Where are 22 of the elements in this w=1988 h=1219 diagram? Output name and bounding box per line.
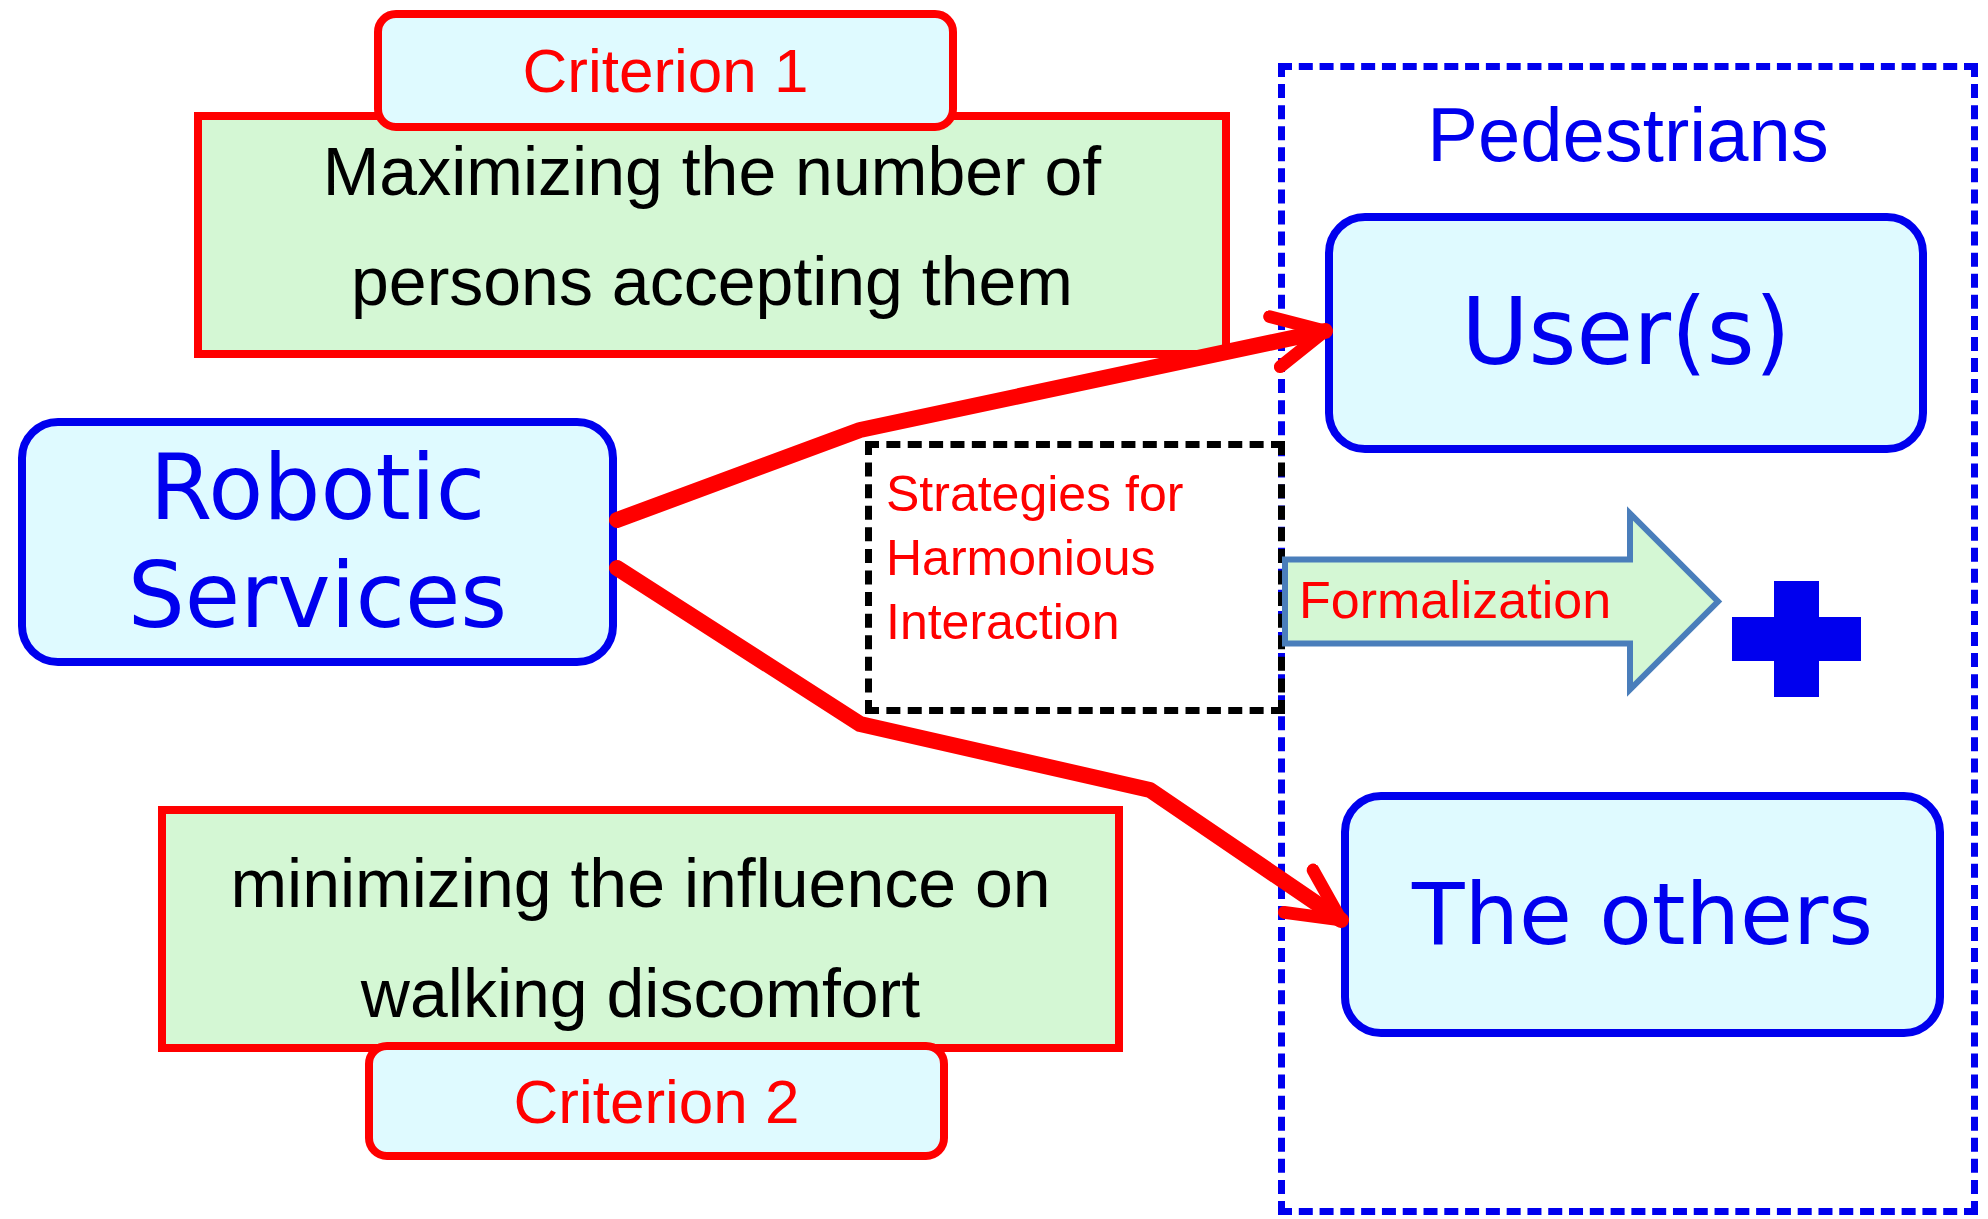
entity-label: The others bbox=[1411, 863, 1874, 966]
strategy-label: Strategies for Harmonious Interaction bbox=[886, 466, 1184, 650]
plus-icon bbox=[1732, 581, 1861, 697]
group-container bbox=[1278, 63, 1978, 1215]
entity-box bbox=[1325, 213, 1927, 453]
arrow bbox=[609, 310, 1333, 528]
arrow bbox=[609, 560, 1349, 928]
criterion-label: Criterion 1 bbox=[522, 35, 809, 107]
entity-box bbox=[18, 418, 617, 666]
criterion-box bbox=[374, 10, 957, 131]
criterion-description-box bbox=[158, 806, 1123, 1052]
entity-label: User(s) bbox=[1461, 278, 1791, 388]
entity-box bbox=[1341, 792, 1944, 1037]
criterion-box bbox=[365, 1042, 948, 1160]
criterion-description: Maximizing the number of persons accepting them bbox=[321, 132, 1103, 321]
group-title: Pedestrians bbox=[1427, 91, 1829, 179]
criterion-description-box bbox=[194, 112, 1230, 358]
criterion-label: Criterion 2 bbox=[513, 1065, 800, 1138]
block-arrow bbox=[1282, 506, 1723, 697]
criterion-description: minimizing the influence on walking discomfort bbox=[229, 844, 1052, 1033]
entity-label: Robotic Services bbox=[126, 434, 509, 650]
edge-label: Formalization bbox=[1299, 569, 1612, 630]
